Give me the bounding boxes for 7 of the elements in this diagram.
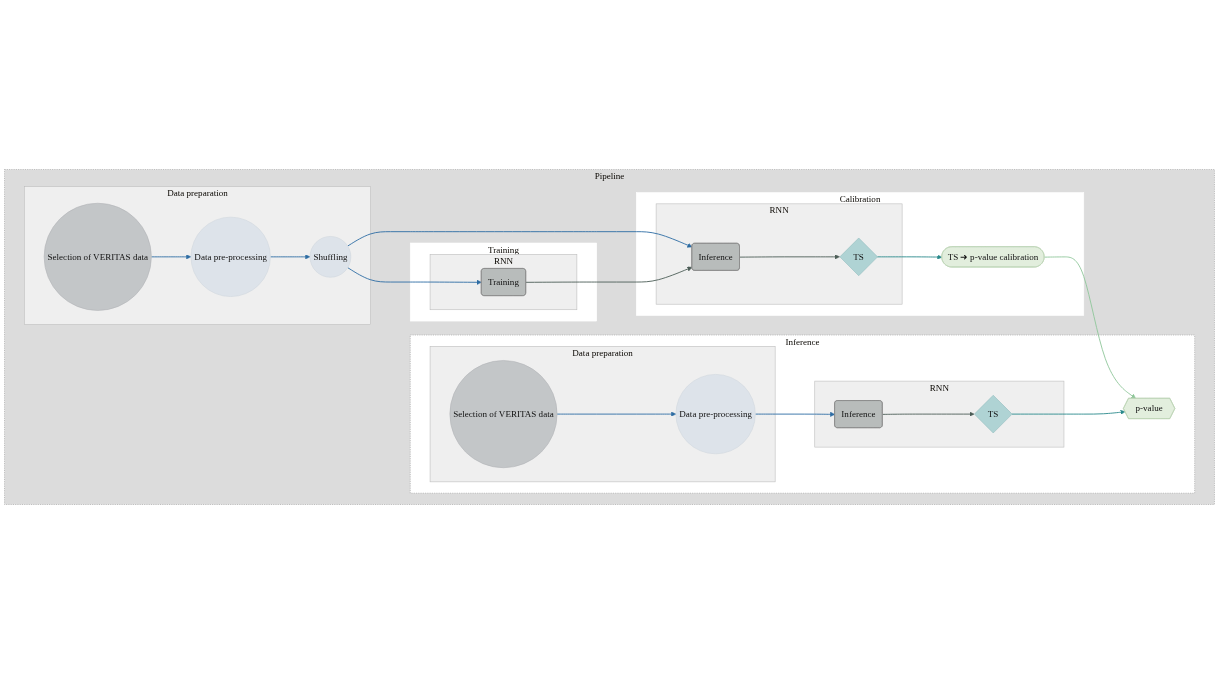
node-circle: Shuffling <box>309 236 352 278</box>
node-diamond: TS <box>839 237 878 276</box>
node-circle: Data pre-processing <box>190 216 271 297</box>
node-circle: Selection of VERITAS data <box>449 360 558 468</box>
node-circle: Selection of VERITAS data <box>43 202 152 311</box>
node-diamond: TS <box>974 394 1013 434</box>
node-circle: Data pre-processing <box>675 374 756 455</box>
